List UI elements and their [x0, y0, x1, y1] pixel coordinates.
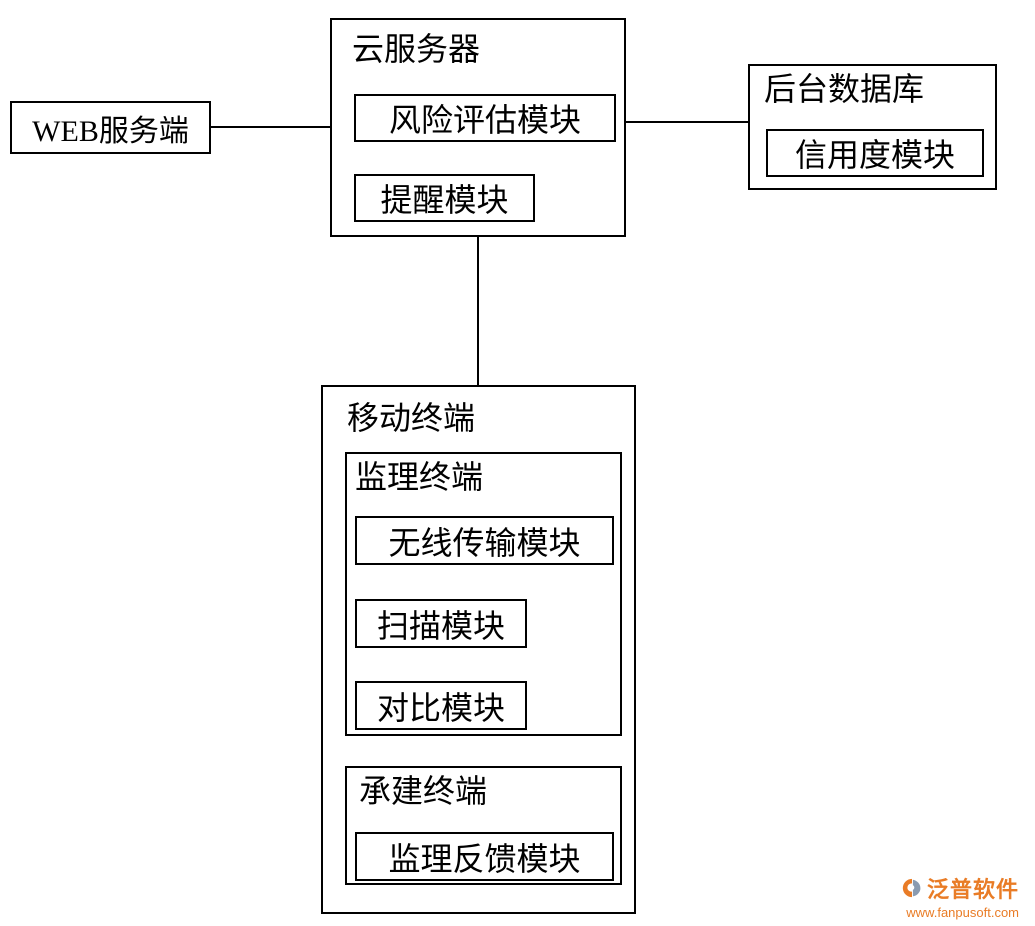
mobile-terminal-title: 移动终端 [347, 400, 476, 436]
wireless-transmission-module: 无线传输模块 [355, 516, 614, 565]
watermark-brand-text: 泛普软件 [926, 877, 1019, 902]
mobile-terminal-node: 移动终端 监理终端 无线传输模块 扫描模块 对比模块 承建终端 监理反馈模块 [321, 385, 636, 914]
credit-module: 信用度模块 [766, 129, 984, 177]
connector-cloud-to-db [626, 121, 748, 123]
connector-cloud-to-mobile [477, 237, 479, 385]
watermark-url: www.fanpusoft.com [906, 905, 1019, 920]
reminder-module-label: 提醒模块 [380, 182, 509, 218]
scan-module-label: 扫描模块 [376, 607, 505, 644]
watermark: 泛普软件 www.fanpusoft.com [901, 872, 1019, 920]
fanpu-logo-icon [901, 877, 923, 899]
credit-module-label: 信用度模块 [794, 137, 955, 173]
cloud-server-title: 云服务器 [352, 31, 481, 67]
reminder-module: 提醒模块 [354, 174, 535, 222]
comparison-module: 对比模块 [355, 681, 527, 730]
scan-module: 扫描模块 [355, 599, 527, 648]
cloud-server-node: 云服务器 风险评估模块 提醒模块 [330, 18, 626, 237]
construction-terminal-title: 承建终端 [359, 773, 488, 809]
supervision-terminal-title: 监理终端 [355, 459, 484, 495]
comparison-module-label: 对比模块 [376, 689, 505, 726]
web-server-node: WEB服务端 [10, 101, 211, 154]
watermark-brand-row: 泛普软件 [901, 872, 1019, 904]
risk-assessment-module-label: 风险评估模块 [388, 102, 581, 138]
risk-assessment-module: 风险评估模块 [354, 94, 616, 142]
backend-database-title: 后台数据库 [764, 71, 925, 107]
supervision-feedback-module: 监理反馈模块 [355, 832, 614, 881]
supervision-terminal-node: 监理终端 无线传输模块 扫描模块 对比模块 [345, 452, 622, 736]
web-server-label: WEB服务端 [32, 114, 189, 148]
connector-web-to-cloud [211, 126, 330, 128]
supervision-feedback-module-label: 监理反馈模块 [388, 840, 581, 877]
construction-terminal-node: 承建终端 监理反馈模块 [345, 766, 622, 885]
wireless-transmission-module-label: 无线传输模块 [388, 524, 581, 561]
backend-database-node: 后台数据库 信用度模块 [748, 64, 997, 190]
